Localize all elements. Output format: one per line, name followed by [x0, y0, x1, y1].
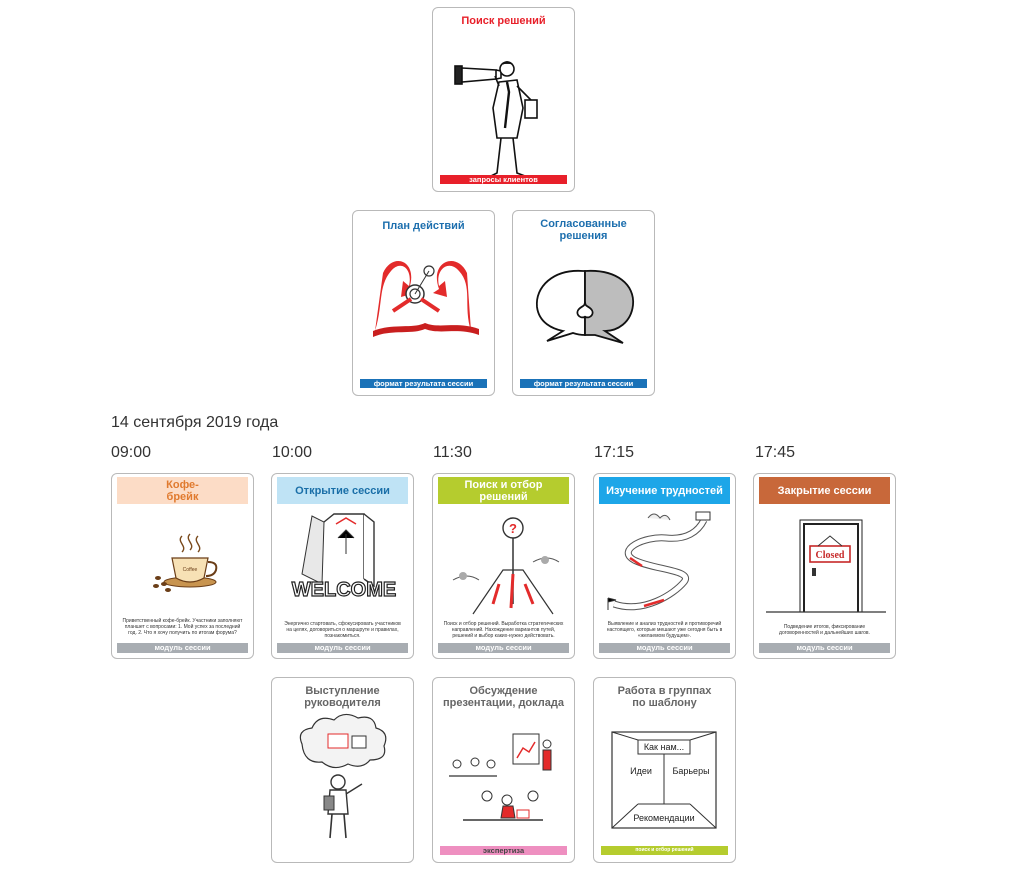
card-presentation-discussion[interactable]: Обсуждение презентации, доклада эксперти…	[432, 677, 575, 863]
closed-door-icon: Closed	[766, 519, 886, 613]
card-agreed-solutions[interactable]: Согласованные решения формат результата …	[512, 210, 655, 396]
module-footer: модуль сессии	[599, 643, 730, 653]
schedule-date: 14 сентября 2019 года	[111, 414, 279, 431]
module-card-session-opening[interactable]: Открытие сессии WELCOME Энергично старто…	[271, 473, 414, 659]
slot-time-1: 09:00	[111, 444, 152, 461]
module-description: Энергично стартовать, сфокусировать учас…	[284, 621, 401, 639]
card-title: Обсуждение презентации, доклада	[442, 685, 565, 709]
card-title: Согласованные решения	[540, 218, 627, 242]
welcome-door-icon: WELCOME	[291, 513, 397, 602]
module-footer: модуль сессии	[759, 643, 890, 653]
card-action-plan[interactable]: План действий формат результата сессии	[352, 210, 495, 396]
module-title: Закрытие сессии	[759, 477, 890, 504]
cup-label: Coffee	[183, 567, 198, 573]
puzzle-speech-bubble-icon	[536, 270, 634, 344]
card-footer: поиск и отбор решений	[601, 846, 728, 855]
slot-time-3: 11:30	[433, 444, 472, 461]
team-meeting-icon	[449, 733, 552, 821]
card-footer: запросы клиентов	[440, 175, 567, 184]
card-title: Поиск решений	[461, 15, 546, 27]
module-card-difficulties[interactable]: Изучение трудностей Выявление и анализ т…	[593, 473, 736, 659]
module-description: Приветственный кофе-брейк. Участники зап…	[122, 618, 243, 636]
module-card-search-selection[interactable]: Поиск и отбор решений ? Поиск и отбор ре…	[432, 473, 575, 659]
template-head: Как нам...	[644, 742, 684, 752]
module-description: Поиск и отбор решений. Выработка стратег…	[443, 621, 564, 639]
speaker-cloud-icon	[299, 713, 387, 839]
card-title: Выступление руководителя	[304, 685, 381, 709]
closed-sign: Closed	[816, 550, 845, 561]
slot-time-4: 17:15	[594, 444, 635, 461]
module-title: Открытие сессии	[277, 477, 408, 504]
welcome-text: WELCOME	[292, 579, 396, 601]
telescope-man-icon	[454, 61, 538, 177]
card-footer: формат результата сессии	[360, 379, 487, 388]
svg-text:?: ?	[509, 521, 517, 536]
template-bottom: Рекомендации	[633, 813, 694, 823]
crossroads-question-icon: ?	[452, 517, 560, 615]
slot-time-2: 10:00	[272, 444, 313, 461]
module-description: Подведение итогов, фиксирование договоре…	[779, 624, 870, 636]
module-card-coffee-break[interactable]: Кофе-брейк Coffee Приветственный кофе-бр…	[111, 473, 254, 659]
card-footer: экспертиза	[440, 846, 567, 855]
module-footer: модуль сессии	[438, 643, 569, 653]
card-title: Работа в группах по шаблону	[617, 685, 712, 709]
module-footer: модуль сессии	[117, 643, 248, 653]
card-leader-speech[interactable]: Выступление руководителя	[271, 677, 414, 863]
card-footer: формат результата сессии	[520, 379, 647, 388]
card-search-solutions[interactable]: Поиск решений запросы клиентов	[432, 7, 575, 192]
template-right: Барьеры	[672, 766, 709, 776]
winding-road-icon	[607, 511, 711, 611]
module-title: Изучение трудностей	[599, 477, 730, 504]
module-description: Выявление и анализ трудностей и противор…	[606, 621, 723, 639]
module-title: Поиск и отбор решений	[438, 477, 569, 504]
template-left: Идеи	[630, 766, 652, 776]
slot-time-5: 17:45	[755, 444, 796, 461]
target-arrows-icon	[373, 261, 479, 337]
template-diagram-icon: Как нам... Идеи Барьеры Рекомендации	[611, 731, 717, 829]
card-title: План действий	[382, 220, 465, 232]
card-group-template-work[interactable]: Работа в группах по шаблону Как нам... И…	[593, 677, 736, 863]
coffee-cup-icon: Coffee	[153, 533, 218, 592]
module-footer: модуль сессии	[277, 643, 408, 653]
module-title: Кофе-брейк	[117, 477, 248, 504]
module-card-session-closing[interactable]: Закрытие сессии Closed Подведение итогов…	[753, 473, 896, 659]
